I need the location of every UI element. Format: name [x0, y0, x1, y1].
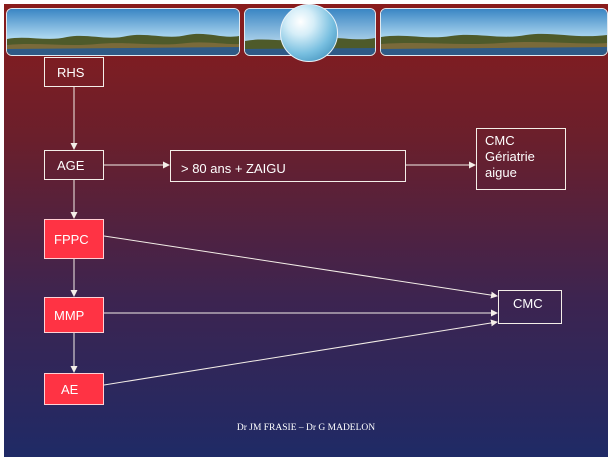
arrow-ae-to-cmc — [103, 319, 498, 386]
node-age-label: AGE — [57, 157, 85, 173]
node-cmc: CMC — [498, 290, 562, 324]
landscape-banner-right — [380, 8, 608, 56]
node-age: AGE — [44, 150, 104, 180]
arrow-fppc-to-cmc — [103, 235, 498, 299]
node-cmc-geriatrie-label: CMC Gériatrie aigue — [485, 133, 535, 180]
node-rhs-label: RHS — [57, 64, 85, 80]
flow-connectors — [70, 87, 498, 386]
node-cmc-geriatrie: CMC Gériatrie aigue — [476, 128, 566, 190]
landscape-banner-left — [6, 8, 240, 56]
globe-emblem — [280, 4, 338, 62]
slide-footer-authors: Dr JM FRASIE – Dr G MADELON — [236, 423, 376, 433]
node-age-condition: > 80 ans + ZAIGU — [170, 150, 406, 182]
node-mmp-label: MMP — [54, 307, 85, 323]
node-ae-label: AE — [61, 381, 79, 397]
node-age-condition-label: > 80 ans + ZAIGU — [181, 160, 286, 176]
node-rhs: RHS — [44, 57, 104, 87]
node-mmp: MMP — [44, 297, 104, 333]
node-cmc-label: CMC — [513, 296, 543, 311]
node-fppc: FPPC — [44, 219, 104, 259]
slide: RHS AGE > 80 ans + ZAIGU CMC Gériatrie a… — [4, 4, 608, 457]
node-fppc-label: FPPC — [54, 231, 89, 247]
node-ae: AE — [44, 373, 104, 405]
